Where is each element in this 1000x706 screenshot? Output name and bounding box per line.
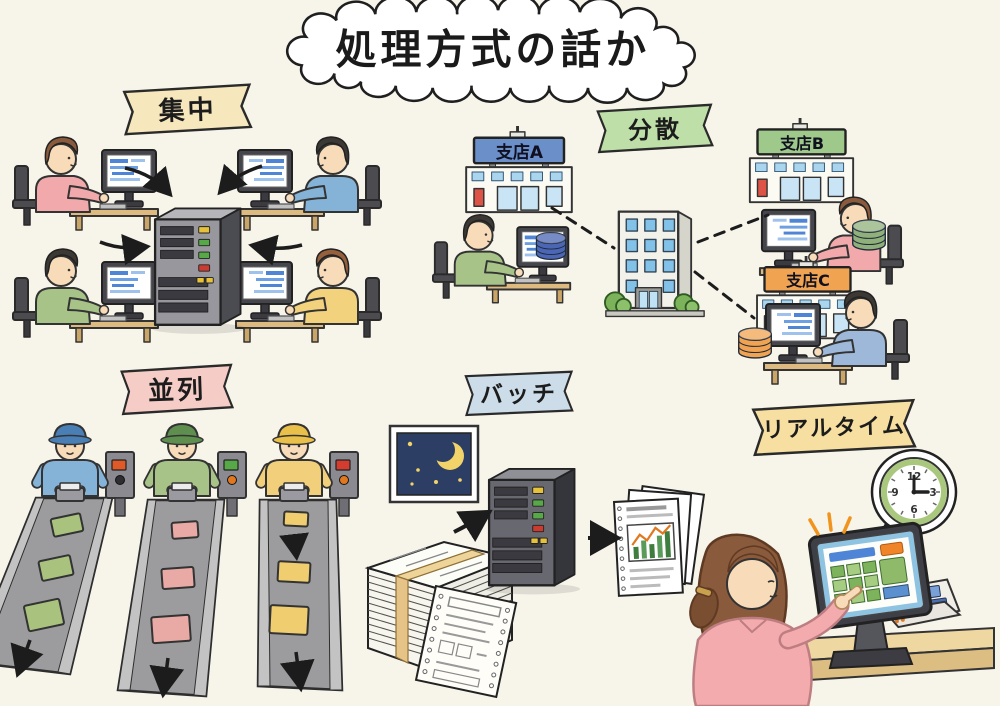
- pos-screen: [807, 521, 933, 630]
- ribbon-shape: [464, 370, 574, 417]
- arrow-icon: [453, 509, 493, 542]
- cloud-bubble: [285, 0, 696, 104]
- ponytail: [689, 587, 719, 629]
- sign-branch-c: 支店C: [786, 270, 830, 290]
- continuous-form-sheet: [414, 584, 518, 699]
- clock-6: 6: [910, 504, 917, 516]
- parcel-box: [276, 560, 312, 584]
- distributed-label: 分散: [627, 114, 683, 145]
- paper-stack-group: [364, 540, 518, 699]
- parallel-scene: [0, 423, 359, 699]
- arrow-icon: [99, 233, 151, 266]
- sign-branch-a: 支店A: [495, 142, 544, 163]
- star-icon: [434, 480, 438, 484]
- parcel-box: [282, 510, 310, 528]
- database-cylinder-b: [852, 219, 886, 251]
- conveyor-belt-1: [0, 496, 114, 678]
- network-dashed-line: [696, 213, 770, 244]
- report-pages: [612, 484, 706, 597]
- page-title: 処理方式の話か: [336, 25, 651, 73]
- star-icon: [416, 468, 420, 472]
- ribbon-shape: [122, 83, 253, 136]
- banner-centralized: 集中: [119, 82, 256, 136]
- arm: [781, 599, 847, 647]
- realtime-scene: [689, 512, 995, 706]
- night-sky-picture: [388, 424, 480, 504]
- banner-distributed: 分散: [593, 102, 717, 154]
- parcel-box: [268, 604, 310, 636]
- emphasis-lines: [808, 512, 852, 536]
- arrow-icon: [149, 657, 185, 699]
- banner-parallel: 並列: [117, 362, 237, 416]
- batch-arrows: [453, 509, 622, 556]
- parcel-box: [150, 613, 192, 645]
- arrow-icon: [279, 651, 315, 693]
- arrow-icon: [279, 532, 309, 561]
- star-icon: [458, 478, 462, 482]
- parcel-box: [160, 566, 196, 590]
- sign-branch-b: 支店B: [779, 133, 825, 153]
- banner-realtime: リアルタイム: [747, 397, 921, 457]
- parcel-box: [37, 554, 75, 582]
- parcel-box: [23, 597, 65, 633]
- ribbon-shape: [751, 398, 917, 457]
- arrow-icon: [217, 163, 263, 196]
- pos-terminal: [807, 512, 933, 670]
- cashier-woman: [689, 533, 863, 706]
- arrow-icon: [124, 165, 173, 198]
- conveyor-belt-2: [116, 498, 226, 699]
- network-dashed-line: [693, 270, 756, 320]
- parcel-box: [170, 520, 200, 540]
- ribbon-shape: [120, 363, 235, 416]
- report-chart: [626, 522, 676, 563]
- clock-3: 3: [929, 487, 936, 499]
- title-cloud: 処理方式の話か: [285, 0, 696, 104]
- distributed-network-lines: [550, 206, 770, 320]
- ribbon-shape: [596, 103, 714, 154]
- arrow-icon: [248, 234, 303, 266]
- arrow-icon: [10, 639, 44, 678]
- star-icon: [407, 441, 413, 447]
- banner-batch: バッチ: [462, 369, 577, 417]
- star-icon: [410, 482, 414, 486]
- batch-label: バッチ: [479, 381, 559, 409]
- stack-strap: [395, 575, 409, 664]
- workstation-branch-c: [763, 290, 910, 385]
- parcel-box: [49, 512, 85, 538]
- clock-9: 9: [891, 487, 898, 499]
- conveyor-belt-3: [256, 498, 344, 693]
- network-dashed-line: [550, 206, 616, 250]
- centralized-arrows: [99, 163, 303, 266]
